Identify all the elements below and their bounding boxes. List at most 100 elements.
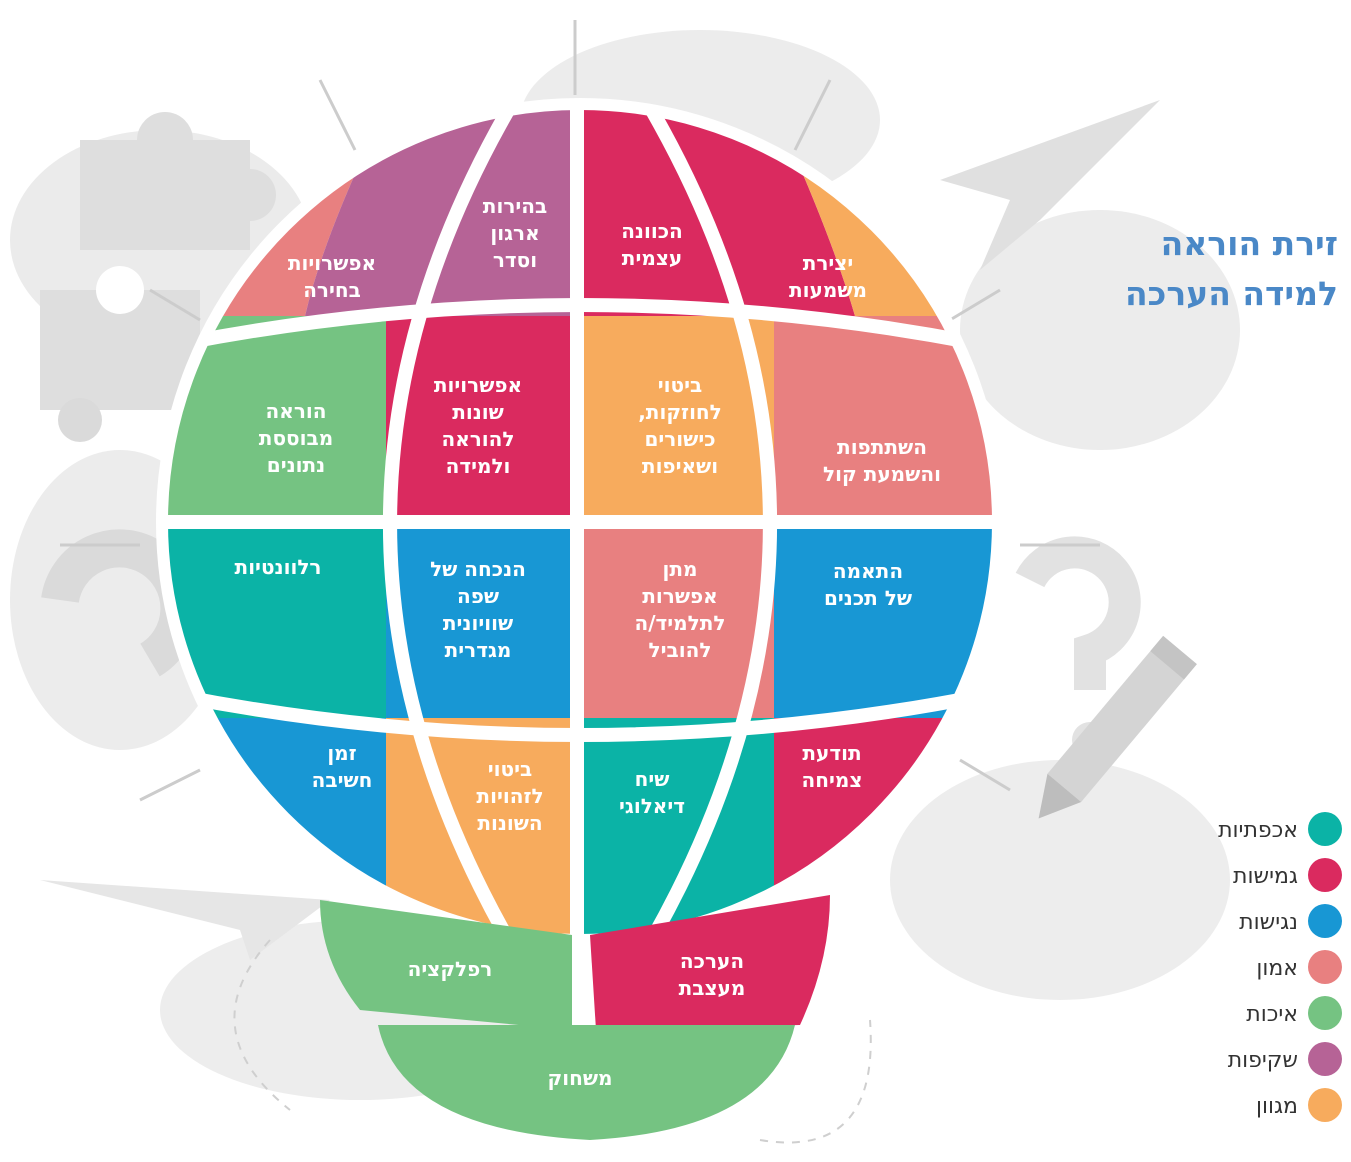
cell-label-relevance: רלוונטיות [235,555,322,579]
background-cloud-icon [890,760,1230,1000]
cell-label-line: מבוססת [259,426,333,450]
cell-label-line: להוביל [649,638,712,662]
cell-label-line: התאמה [833,559,903,583]
cell-label-line: שוויונית [443,611,513,635]
cell-label-thinking-time: זמן חשיבה [312,741,373,792]
cell-label-line: לתלמיד/ה [634,611,725,635]
legend-swatch [1308,904,1342,938]
cell-fill [774,522,998,718]
legend-swatch [1308,1042,1342,1076]
legend-label: איכות [1246,1002,1298,1027]
cell-label-student-lead: מתן אפשרות לתלמיד/ה להוביל [634,557,725,662]
cell-label-participation: השתתפות והשמעת קול [823,435,941,486]
legend-swatch [1308,812,1342,846]
cell-label-line: ושאיפות [642,454,718,478]
legend-label: מגוון [1256,1094,1298,1119]
cell-label-line: הוראה [266,399,327,423]
cell-label-line: משמעות [789,278,867,302]
legend-swatch [1308,1088,1342,1122]
legend-swatch [1308,950,1342,984]
cell-label-line: הכוונה [621,219,683,243]
basket-bottom [378,1025,795,1140]
cell-label-adaptation: התאמה של תכנים [824,559,912,610]
legend-swatch [1308,996,1342,1030]
legend: אכפתיות גמישות נגישות אמון איכות שקיפות מגוון [1218,812,1342,1122]
cell-label-line: חשיבה [312,768,373,792]
paper-plane-icon [40,880,330,960]
cell-label-line: לחוזקות, [638,400,722,424]
legend-label: אכפתיות [1218,818,1298,843]
cell-fill [386,522,580,718]
cell-label-line: שיח [635,767,670,791]
cell-label-yetzirat: יצירת משמעות [789,251,867,302]
cell-label-line: רלוונטיות [235,555,322,579]
cell-label-dialogue: שיח דיאלוגי [619,767,685,818]
cell-label-varied-options: אפשרויות שונות להוראה ולמידה [434,373,522,478]
cell-label-game: משחוק [548,1066,613,1090]
cell-label-gender-language: הנכחה של שפה שוויונית מגדרית [430,557,526,662]
cell-label-line: ולמידה [446,454,511,478]
cell-label-line: והשמעת קול [823,462,941,486]
cell-label-line: שפה [457,584,499,608]
puzzle-piece-icon [40,112,276,410]
cell-label-reflection: רפלקציה [408,957,493,981]
cell-label-line: מגדרית [445,638,512,662]
dashed-path [233,939,872,1144]
legend-label: אמון [1256,956,1298,981]
cell-label-identities: ביטוי לזהויות השונות [476,757,543,835]
cell-label-line: להוראה [441,427,514,451]
cell-label-line: מתן [663,557,698,581]
cell-label-line: הערכה [680,949,744,973]
cell-label-line: זמן [327,741,356,765]
cell-label-data-teaching: הוראה מבוססת נתונים [259,399,333,477]
paper-plane-icon [940,100,1160,270]
cell-label-line: הנכחה של [430,557,526,581]
basket-left-panel [320,900,572,1030]
cell-fill [386,316,580,522]
cell-label-line: ביטוי [658,373,702,397]
cell-label-line: ארגון [490,221,539,245]
cell-label-ahkpatiyut-top-left: אפשרויות בחירה [288,251,376,302]
legend-label: גמישות [1233,864,1298,889]
legend-swatch [1308,858,1342,892]
cell-label-line: שונות [452,400,504,424]
cell-label-growth: תודעת צמיחה [802,741,863,792]
pencil-icon [1038,635,1197,819]
balloon-basket [320,895,830,1140]
legend-label: נגישות [1239,910,1298,935]
background-rays [60,20,1100,802]
cell-fill [580,522,774,718]
cell-label-line: תודעת [802,741,861,765]
cell-label-line: השונות [477,811,542,835]
cell-label-line: ביטוי [488,757,532,781]
cell-label-line: אפשרויות [288,251,376,275]
cell-label-line: צמיחה [802,768,863,792]
question-mark-icon [1015,536,1141,690]
title-line-1: זירת הוראה [1161,224,1338,263]
cell-label-line: כישורים [644,427,715,451]
cell-label-line: אפשרות [642,584,717,608]
cell-label-line: של תכנים [824,586,912,610]
cell-label-line: מעצבת [679,976,746,1000]
legend-label: שקיפות [1228,1048,1298,1073]
cell-label-strengths: ביטוי לחוזקות, כישורים ושאיפות [638,373,722,478]
title-line-2: למידה הערכה [1125,274,1338,313]
cell-label-line: בחירה [303,278,361,302]
cell-label-line: אפשרויות [434,373,522,397]
cell-label-line: דיאלוגי [619,794,685,818]
cell-label-line: וסדר [493,248,537,272]
cell-label-line: משחוק [548,1066,613,1090]
cell-label-line: רפלקציה [408,957,493,981]
cell-label-behirut: בהירות ארגון וסדר [483,194,547,272]
diagram-title: זירת הוראה למידה הערכה [1125,224,1338,313]
background-cloud-icon [960,210,1240,450]
cell-label-line: השתתפות [837,435,927,459]
cell-label-line: לזהויות [476,784,543,808]
question-mark-icon [58,398,102,442]
cell-label-line: נתונים [267,453,325,477]
cell-label-line: יצירת [803,251,854,275]
cell-label-line: בהירות [483,194,547,218]
